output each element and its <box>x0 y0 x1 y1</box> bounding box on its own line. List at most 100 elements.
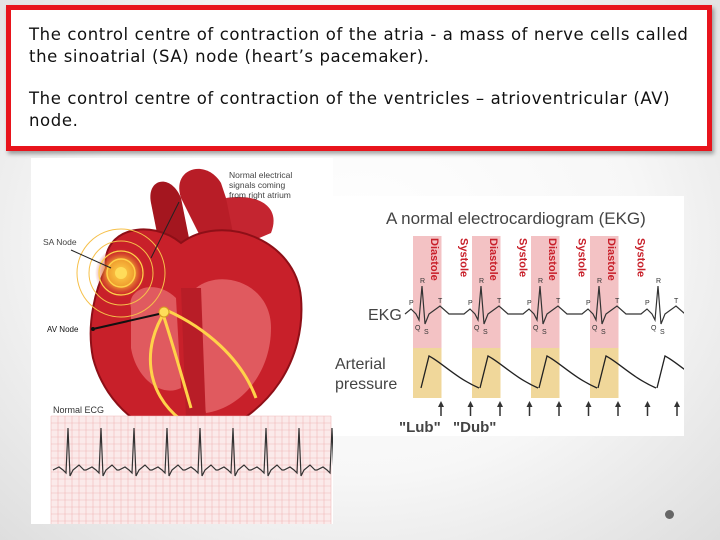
phase-band-bottom <box>619 348 648 398</box>
signal-wave-3 <box>88 240 154 306</box>
pressure-wave <box>420 355 480 389</box>
s-wave-label: S <box>424 329 429 336</box>
t-wave-label: T <box>497 298 502 305</box>
s-wave-label: S <box>542 329 547 336</box>
sound-arrow-head <box>467 401 474 407</box>
sound-arrow-head <box>438 401 444 407</box>
s-wave-label: S <box>660 329 665 336</box>
arterial-label-line2: pressure <box>335 376 397 393</box>
phase-label: Diastole <box>605 238 617 281</box>
phase-label: Diastole <box>487 238 499 281</box>
r-wave-label: R <box>597 278 602 285</box>
heart-illustration: Normal electrical signals coming from ri… <box>43 168 333 524</box>
aorta-shape <box>179 168 236 248</box>
signal-wave-1 <box>106 258 136 288</box>
heart-illustration-panel: Normal electrical signals coming from ri… <box>31 158 333 524</box>
q-wave-label: Q <box>592 325 598 332</box>
arterial-label-line1: Arterial <box>335 356 386 373</box>
sound-arrow-head <box>556 401 562 407</box>
phase-band-bottom <box>442 348 471 398</box>
phase-bands <box>413 236 648 398</box>
ekg-chart-panel: A normal electrocardiogram (EKG) Diastol… <box>333 196 684 436</box>
sa-node-definition: The control centre of contraction of the… <box>29 25 689 66</box>
q-wave-label: Q <box>533 325 539 332</box>
normal-ecg-label: Normal ECG <box>53 405 104 415</box>
phase-band-top <box>590 236 619 348</box>
phase-band-top <box>501 236 530 348</box>
phase-band-bottom <box>501 348 530 398</box>
phase-band-bottom <box>560 348 589 398</box>
phase-label: Systole <box>576 238 588 277</box>
av-node-marker <box>158 306 170 318</box>
arterial-pressure-trace <box>420 355 684 389</box>
phase-label: Systole <box>517 238 529 277</box>
signal-wave-2 <box>98 250 144 296</box>
av-node-leader-line <box>92 313 160 330</box>
conduction-pathway-left <box>159 307 193 409</box>
signals-label-line3: from right atrium <box>229 190 291 200</box>
sound-arrow-head <box>526 401 533 407</box>
sound-arrow-head <box>644 401 651 407</box>
phase-band-top <box>619 236 648 348</box>
slide-bullet-dot <box>665 510 674 519</box>
q-wave-label: Q <box>415 325 421 332</box>
signals-label-line1: Normal electrical <box>229 170 292 180</box>
p-wave-label: P <box>586 300 591 307</box>
definition-callout: The control centre of contraction of the… <box>6 5 712 151</box>
heart-chamber-right <box>196 279 271 413</box>
pressure-wave <box>597 355 657 389</box>
signal-leader-line <box>150 201 180 259</box>
normal-ecg-grid <box>50 415 332 524</box>
phase-band-top <box>560 236 589 348</box>
ekg-trace <box>404 285 684 325</box>
phase-label: Systole <box>635 238 647 277</box>
phase-band-top <box>472 236 501 348</box>
t-wave-label: T <box>615 298 620 305</box>
s-wave-label: S <box>483 329 488 336</box>
phase-band-top <box>413 236 442 348</box>
sa-node-marker <box>115 267 127 279</box>
p-wave-label: P <box>409 300 414 307</box>
conduction-pathway-right <box>165 308 258 399</box>
sound-arrow-head <box>585 401 592 407</box>
phase-band-top <box>531 236 560 348</box>
phase-label: Systole <box>458 238 470 277</box>
sound-arrow-head <box>497 401 503 407</box>
phase-band-top <box>442 236 471 348</box>
t-wave-label: T <box>438 298 443 305</box>
pressure-wave <box>656 355 684 389</box>
heart-sound-arrows <box>438 401 680 416</box>
phase-band-bottom <box>531 348 560 398</box>
phase-label: Diastole <box>428 238 440 281</box>
ekg-title: A normal electrocardiogram (EKG) <box>386 209 646 228</box>
dub-label: "Dub" <box>453 419 496 436</box>
p-wave-label: P <box>527 300 532 307</box>
s-wave-label: S <box>601 329 606 336</box>
q-wave-label: Q <box>651 325 657 332</box>
normal-ecg-trace <box>52 427 333 477</box>
phase-band-bottom <box>472 348 501 398</box>
t-wave-label: T <box>674 298 679 305</box>
p-wave-label: P <box>468 300 473 307</box>
pressure-wave <box>538 355 598 389</box>
phase-band-bottom <box>590 348 619 398</box>
ekg-row-label: EKG <box>368 307 402 324</box>
sa-node-leader-line <box>70 249 112 269</box>
t-wave-label: T <box>556 298 561 305</box>
av-node-definition: The control centre of contraction of the… <box>29 89 671 130</box>
phase-label: Diastole <box>546 238 558 281</box>
ekg-chart: A normal electrocardiogram (EKG) Diastol… <box>335 209 684 436</box>
phase-band-bottom <box>413 348 442 398</box>
lub-label: "Lub" <box>399 419 441 436</box>
av-node-leader-dot <box>91 327 95 331</box>
sa-node-label: SA Node <box>43 237 77 247</box>
signal-wave-4 <box>76 228 166 318</box>
r-wave-label: R <box>538 278 543 285</box>
r-wave-label: R <box>656 278 661 285</box>
pressure-wave <box>479 355 539 389</box>
p-wave-label: P <box>645 300 650 307</box>
signals-label-line2: signals coming <box>229 180 285 190</box>
sound-arrow-head <box>674 401 680 407</box>
r-wave-label: R <box>420 278 425 285</box>
